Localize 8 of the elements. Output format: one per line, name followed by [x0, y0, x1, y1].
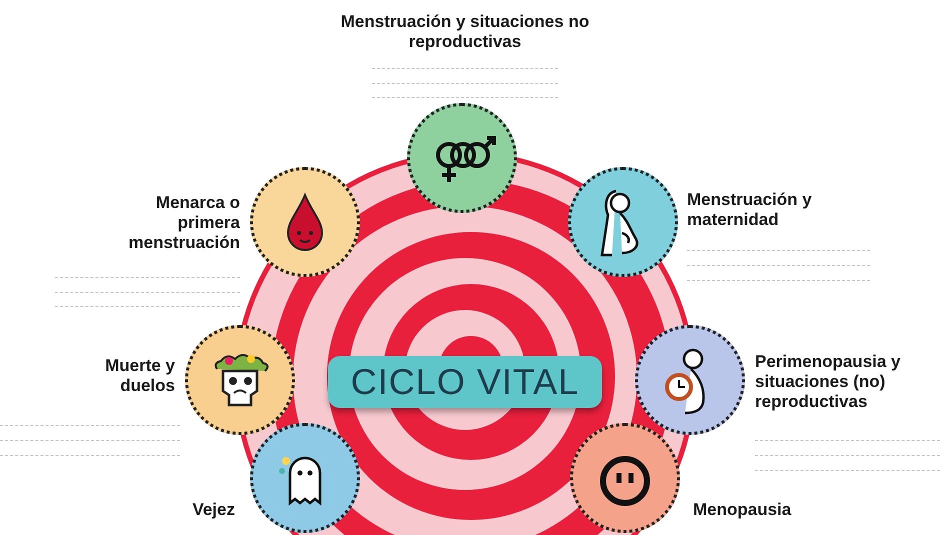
stage-heading: Menstruación y situaciones no reproductivas	[340, 12, 590, 52]
stage-heading: Perimenopausia y situaciones (no) reproductivas	[755, 352, 902, 412]
stage-heading: Vejez	[191, 500, 235, 520]
stage-heading: Menopausia	[693, 500, 792, 520]
stage-heading: Muerte y duelos	[104, 356, 175, 396]
title-banner: CICLO VITAL	[328, 356, 602, 408]
stage-heading: Menstruación y maternidad	[687, 190, 813, 230]
stage-heading: Menarca o primera menstruación	[128, 193, 240, 253]
